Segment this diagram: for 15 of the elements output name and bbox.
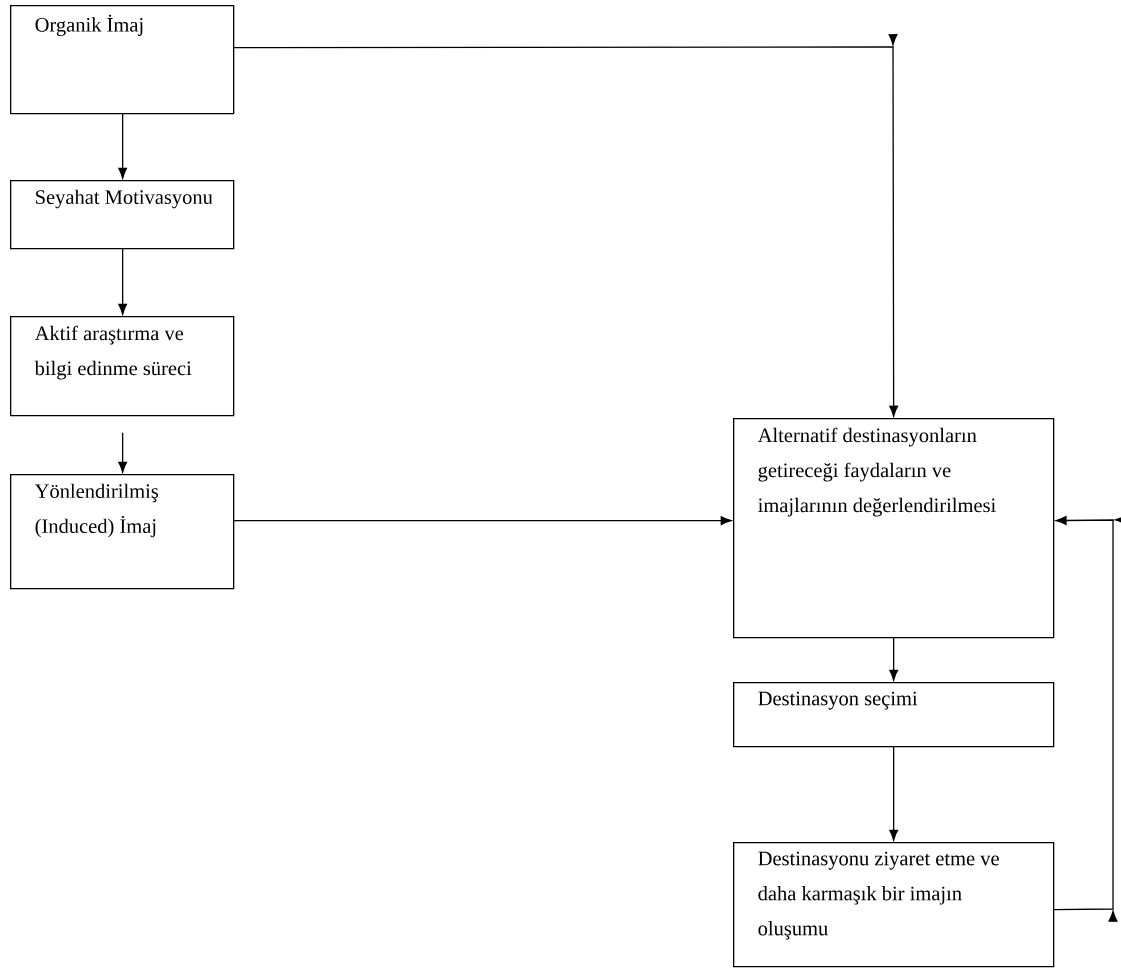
process-box: Aktif araştırma ve bilgi edinme süreci: [10, 316, 235, 417]
arrow: [118, 432, 128, 473]
arrow: [889, 746, 899, 841]
process-box: Alternatif destinasyonların getireceği faydaların ve imajlarının değerlendirilmesi: [733, 418, 1055, 639]
arrow: [118, 248, 128, 315]
process-box: Organik İmaj: [10, 4, 235, 115]
arrow: [233, 34, 899, 417]
process-box: Yönlendirilmiş (Induced) İmaj: [10, 474, 235, 590]
arrow: [889, 637, 899, 681]
arrow: [233, 516, 732, 526]
arrow: [1053, 515, 1121, 922]
arrow: [118, 112, 128, 179]
process-box: Destinasyonu ziyaret etme ve daha karmaşık bir imajın oluşumu: [733, 842, 1055, 968]
process-box: Destinasyon seçimi: [733, 682, 1055, 748]
process-box: Seyahat Motivasyonu: [10, 180, 235, 250]
